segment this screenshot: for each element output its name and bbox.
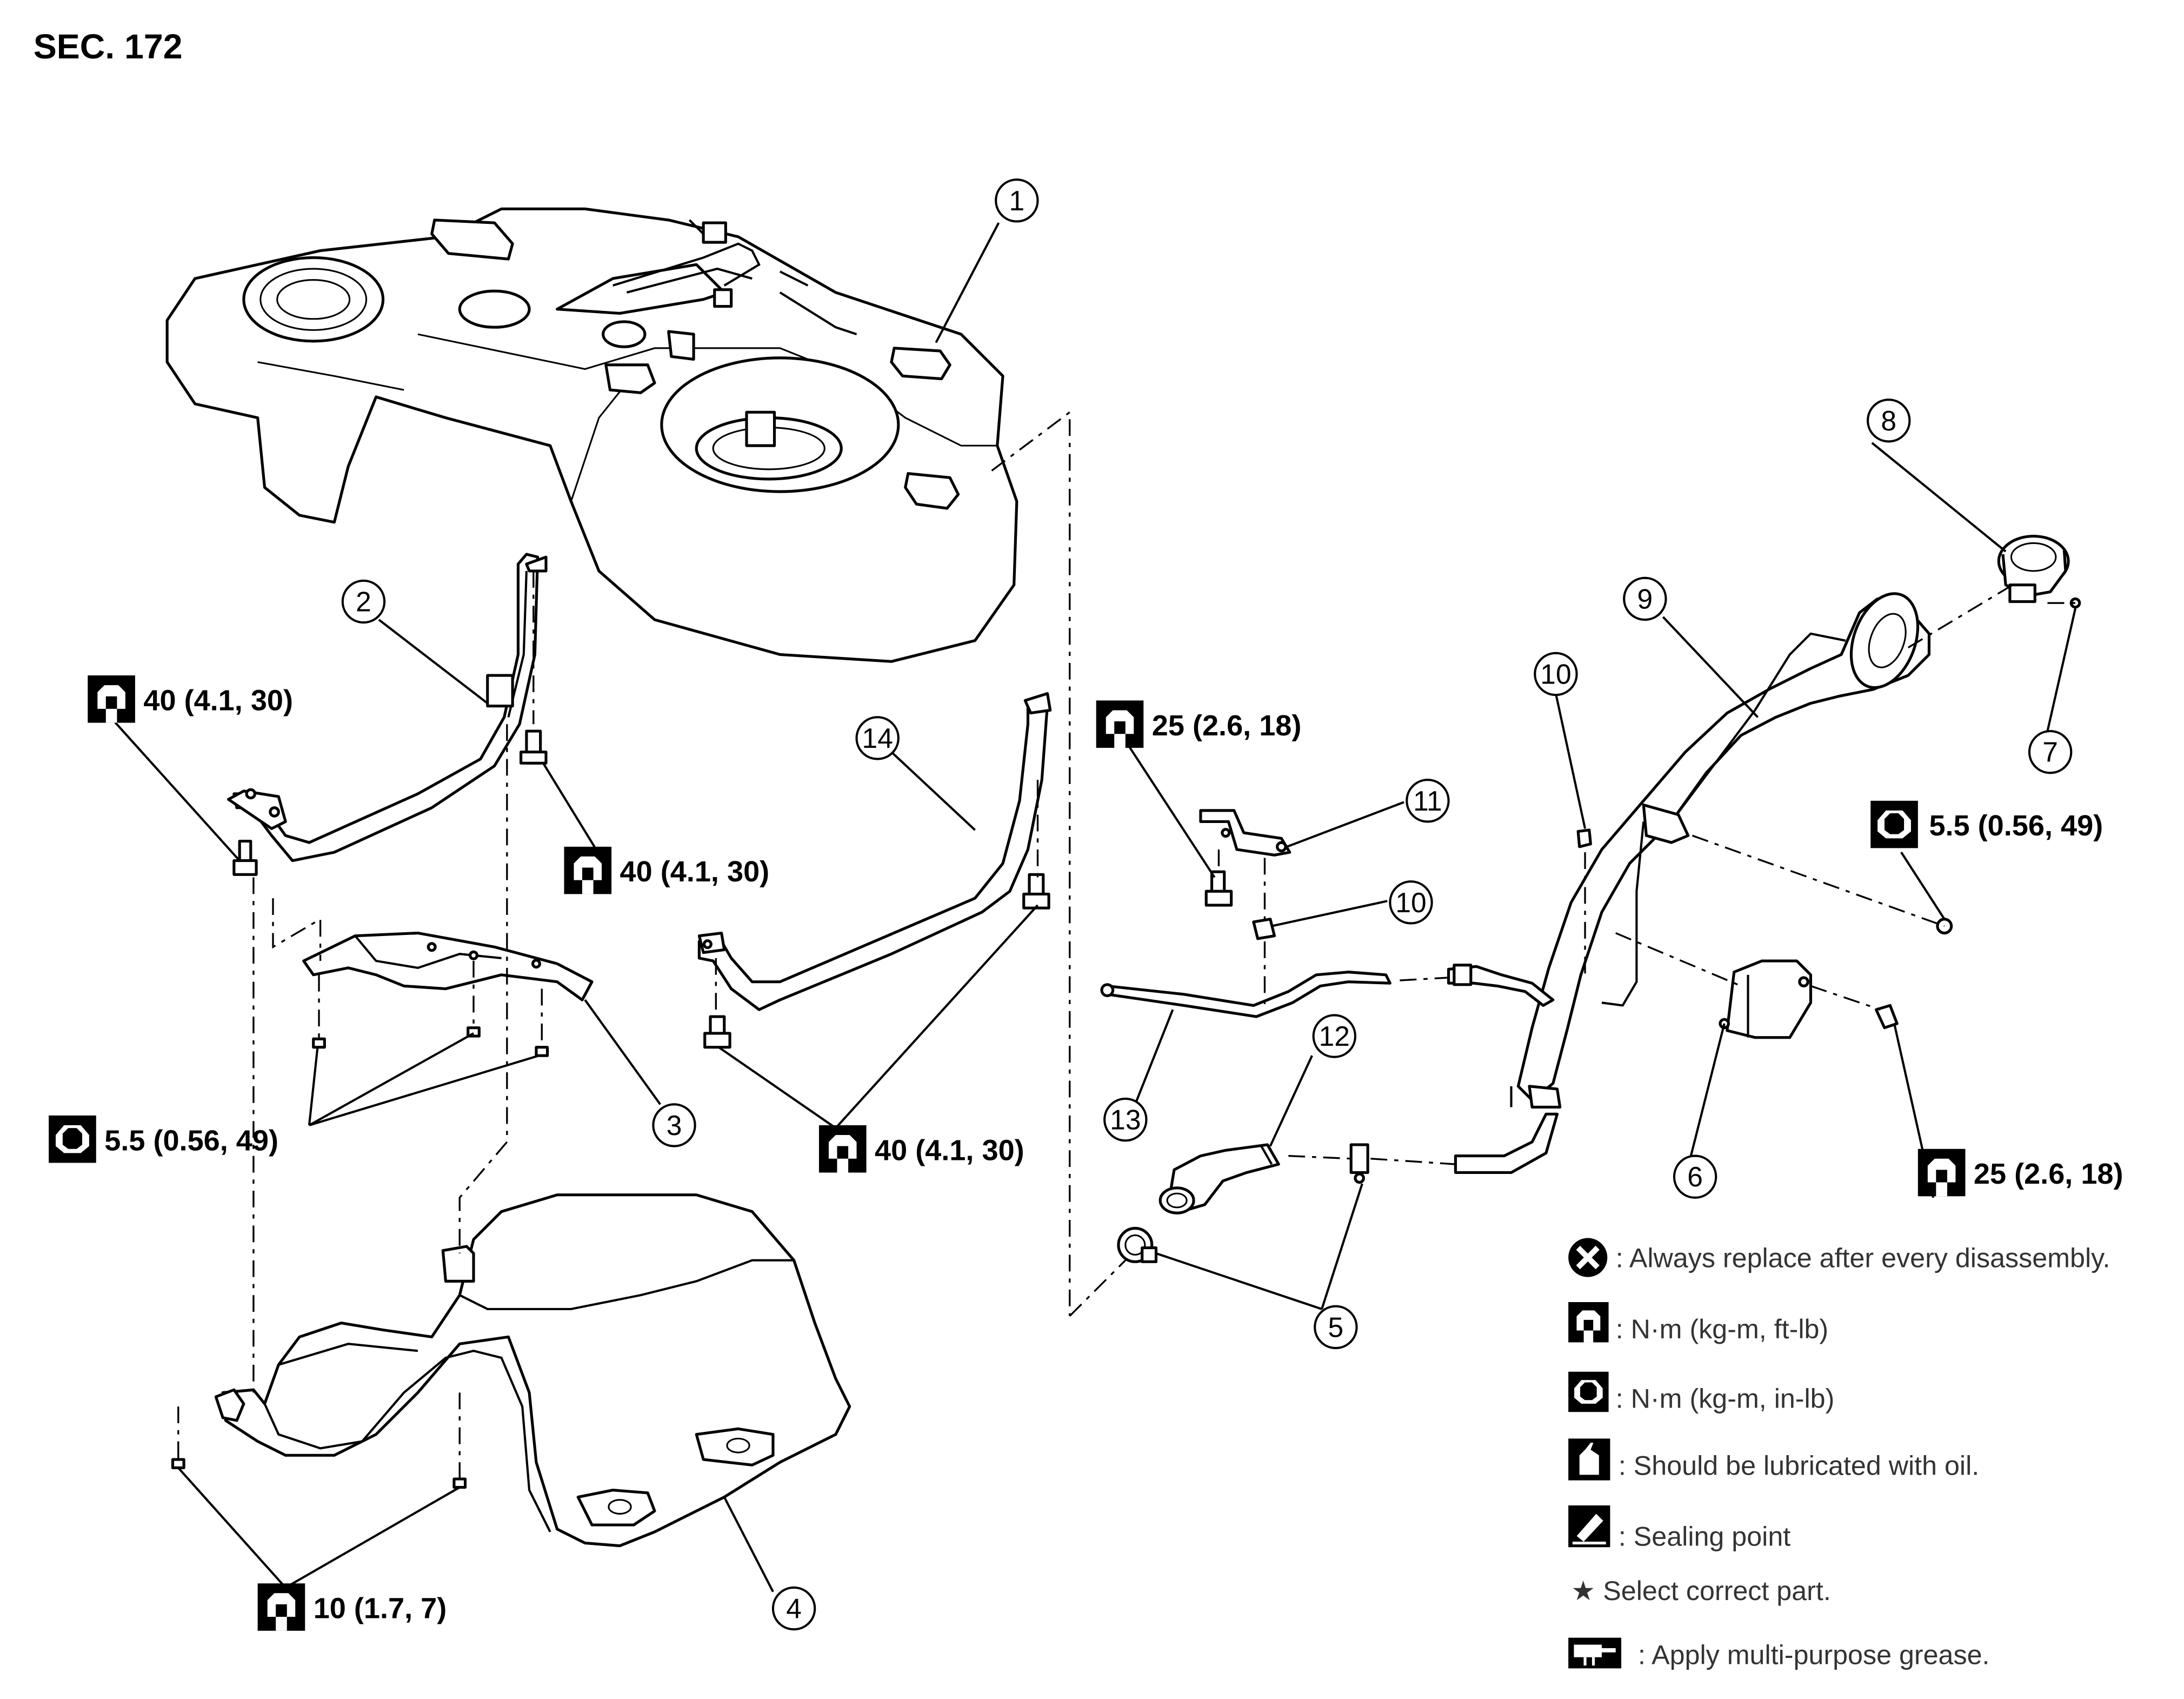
torque-value: 40 (4.1, 30) (143, 684, 293, 716)
callout-number: 10 (1395, 887, 1426, 918)
callout-11: 11 (1406, 779, 1450, 823)
bolt (1204, 870, 1233, 907)
torque-wrench-inlb-icon (1870, 800, 1918, 848)
torque-wrench-nm-icon (88, 675, 135, 723)
legend-item: : Apply multi-purpose grease. (1568, 1637, 1990, 1670)
legend-text: : Always replace after every disassembly… (1616, 1243, 2110, 1273)
fuel-filler-cap (1997, 534, 2081, 609)
torque-spec: 5.5 (0.56, 49) (1870, 800, 2103, 848)
torque-wrench-nm-icon (1917, 1149, 1966, 1197)
bolt (232, 839, 258, 876)
legend-item: ★ Select correct part. (1571, 1576, 1831, 1606)
torque-value: 5.5 (0.56, 49) (104, 1124, 278, 1157)
section-title: SEC. 172 (33, 28, 183, 67)
legend-text: ★ Select correct part. (1571, 1576, 1831, 1606)
callout-10: 10 (1534, 652, 1578, 696)
bracket (1199, 809, 1291, 940)
torque-spec: 10 (1.7, 7) (257, 1583, 447, 1631)
torque-wrench-nm-icon (564, 846, 612, 894)
filler-hose (1158, 1143, 1280, 1214)
callout-number: 5 (1328, 1311, 1344, 1343)
callout-13: 13 (1103, 1097, 1148, 1142)
torque-value: 40 (4.1, 30) (620, 855, 770, 888)
callout-number: 11 (1413, 785, 1442, 817)
hose-clamp (1349, 1143, 1369, 1184)
callout-number: 7 (2042, 736, 2058, 768)
torque-spec: 40 (4.1, 30) (564, 846, 770, 894)
legend-text: : N·m (kg-m, in-lb) (1616, 1384, 1835, 1414)
bolt (520, 729, 548, 765)
callout-number: 13 (1110, 1104, 1141, 1136)
torque-spec: 5.5 (0.56, 49) (49, 1115, 278, 1163)
filler-tube-bracket (1719, 918, 1953, 1039)
callout-number: 3 (667, 1110, 682, 1141)
callout-number: 6 (1687, 1161, 1703, 1192)
callout-10: 10 (1389, 880, 1433, 925)
callout-9: 9 (1623, 576, 1667, 621)
callout-2: 2 (341, 579, 386, 624)
breather-tube (1100, 964, 1555, 1018)
torque-wrench-nm-icon (257, 1583, 305, 1631)
legend-item: : N·m (kg-m, in-lb) (1568, 1371, 1835, 1414)
callout-8: 8 (1867, 399, 1911, 443)
torque-value: 5.5 (0.56, 49) (1929, 809, 2103, 842)
torque-wrench-inlb-icon (1568, 1371, 1609, 1412)
callout-5: 5 (1314, 1305, 1358, 1350)
fuel-tank-protector (171, 1193, 851, 1548)
callout-number: 9 (1637, 583, 1653, 614)
torque-spec: 25 (2.6, 18) (1096, 700, 1302, 748)
legend-item: : Should be lubricated with oil. (1568, 1438, 1979, 1481)
torque-wrench-nm-icon (818, 1125, 867, 1173)
legend-item: : Sealing point (1568, 1505, 1790, 1552)
torque-value: 25 (2.6, 18) (1974, 1158, 2123, 1190)
torque-value: 10 (1.7, 7) (314, 1592, 447, 1625)
callout-number: 12 (1319, 1020, 1350, 1052)
fuel-tank-strap-left (227, 553, 548, 876)
fuel-tank (165, 207, 1018, 663)
callout-number: 10 (1540, 658, 1571, 689)
oil-can-icon (1568, 1438, 1610, 1481)
sealing-point-icon (1568, 1505, 1610, 1548)
torque-spec: 40 (4.1, 30) (88, 675, 293, 723)
callout-6: 6 (1673, 1154, 1717, 1199)
bolt (1022, 873, 1050, 910)
callout-number: 4 (786, 1593, 802, 1624)
bolt (1874, 1004, 1899, 1030)
leader-lines (113, 222, 2076, 1592)
legend-text: : Should be lubricated with oil. (1619, 1450, 1979, 1481)
callout-number: 1 (1009, 185, 1025, 216)
legend: : Always replace after every disassembly… (1568, 1238, 2110, 1670)
fuel-tank-strap-right (697, 692, 1052, 1049)
callout-4: 4 (771, 1586, 816, 1631)
alignment-lines-left (177, 410, 1126, 1479)
hose-clamp (1117, 1226, 1158, 1263)
callout-3: 3 (652, 1103, 696, 1147)
callout-number: 8 (1881, 405, 1896, 436)
legend-item: : Always replace after every disassembly… (1568, 1238, 2110, 1277)
callout-12: 12 (1312, 1014, 1356, 1058)
grease-gun-icon (1568, 1637, 1622, 1669)
legend-item: : N·m (kg-m, ft-lb) (1568, 1302, 1828, 1344)
legend-text: : Sealing point (1619, 1522, 1790, 1552)
replace-x-icon (1568, 1238, 1608, 1277)
callout-number: 2 (356, 586, 371, 618)
callout-1: 1 (995, 178, 1039, 223)
torque-wrench-inlb-icon (49, 1115, 96, 1163)
torque-wrench-nm-icon (1568, 1302, 1609, 1343)
legend-text: : Apply multi-purpose grease. (1638, 1640, 1990, 1670)
torque-spec: 40 (4.1, 30) (818, 1125, 1024, 1173)
callout-14: 14 (855, 716, 900, 760)
torque-spec: 25 (2.6, 18) (1917, 1149, 2123, 1197)
torque-value: 40 (4.1, 30) (875, 1134, 1024, 1166)
fuel-filler-assembly (1100, 534, 2081, 1263)
torque-wrench-nm-icon (1096, 700, 1144, 748)
bolt (703, 1015, 731, 1049)
heat-insulator (302, 931, 594, 1057)
callout-7: 7 (2028, 730, 2073, 774)
legend-text: : N·m (kg-m, ft-lb) (1616, 1314, 1828, 1344)
torque-value: 25 (2.6, 18) (1152, 709, 1302, 742)
callout-number: 14 (862, 722, 893, 754)
